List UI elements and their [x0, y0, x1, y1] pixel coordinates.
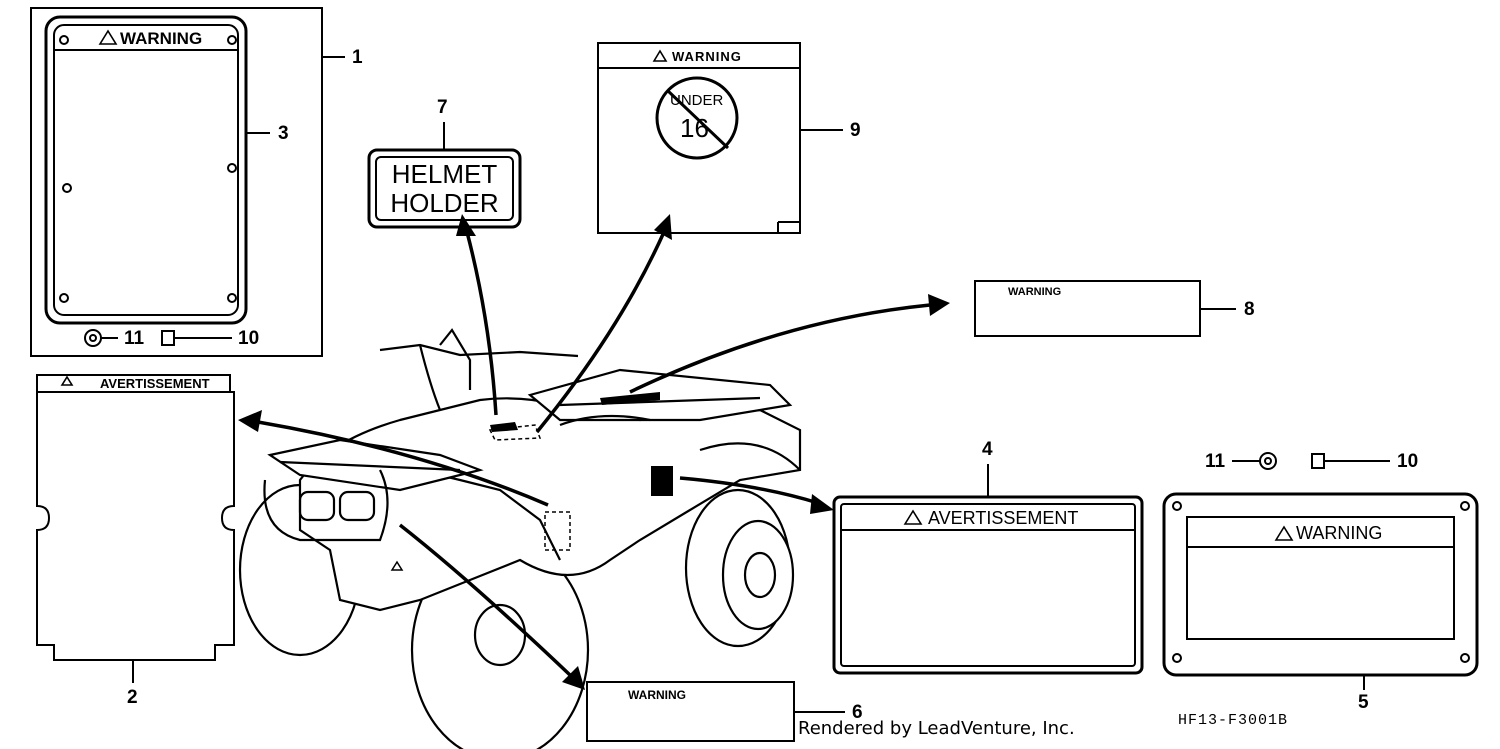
callout-10-right: 10 — [1397, 451, 1419, 472]
label-8-title: WARNING — [1008, 286, 1062, 298]
label-6-title: WARNING — [628, 688, 686, 702]
callout-11-right: 11 — [1205, 451, 1226, 472]
age-warning-number: 16 — [680, 113, 709, 143]
helmet-line-2: HOLDER — [390, 188, 499, 218]
label-2-outline — [36, 374, 235, 661]
label-9-outline — [597, 42, 801, 234]
callout-6: 6 — [852, 702, 863, 723]
helmet-line-1: HELMET — [391, 159, 498, 189]
label-5-title: WARNING — [1296, 523, 1383, 543]
diagram-code: HF13-F3001B — [1178, 712, 1289, 729]
label-7-text: HELMET HOLDER — [376, 160, 513, 218]
callout-7: 7 — [437, 97, 448, 118]
age-warning-under: UNDER — [670, 92, 724, 109]
label-group-frame — [30, 7, 323, 357]
render-credit: Rendered by LeadVenture, Inc. — [798, 718, 1075, 739]
callout-8: 8 — [1244, 299, 1255, 320]
label-3-outline — [44, 15, 248, 325]
label-9-title: WARNING — [672, 49, 742, 64]
label-3-inner — [53, 24, 239, 316]
callout-2: 2 — [127, 687, 138, 708]
callout-3: 3 — [278, 123, 289, 144]
callout-11-top: 11 — [124, 328, 145, 349]
callout-4: 4 — [982, 439, 993, 460]
label-2-title: AVERTISSEMENT — [100, 376, 210, 391]
label-4-title: AVERTISSEMENT — [928, 508, 1079, 528]
label-5-outline — [1162, 492, 1479, 677]
label-3-title: WARNING — [120, 29, 203, 48]
label-6-outline — [586, 681, 795, 742]
callout-5: 5 — [1358, 692, 1369, 713]
callout-1: 1 — [352, 47, 363, 68]
callout-10-top: 10 — [238, 328, 260, 349]
callout-9: 9 — [850, 120, 861, 141]
atv-illustration — [238, 328, 802, 749]
